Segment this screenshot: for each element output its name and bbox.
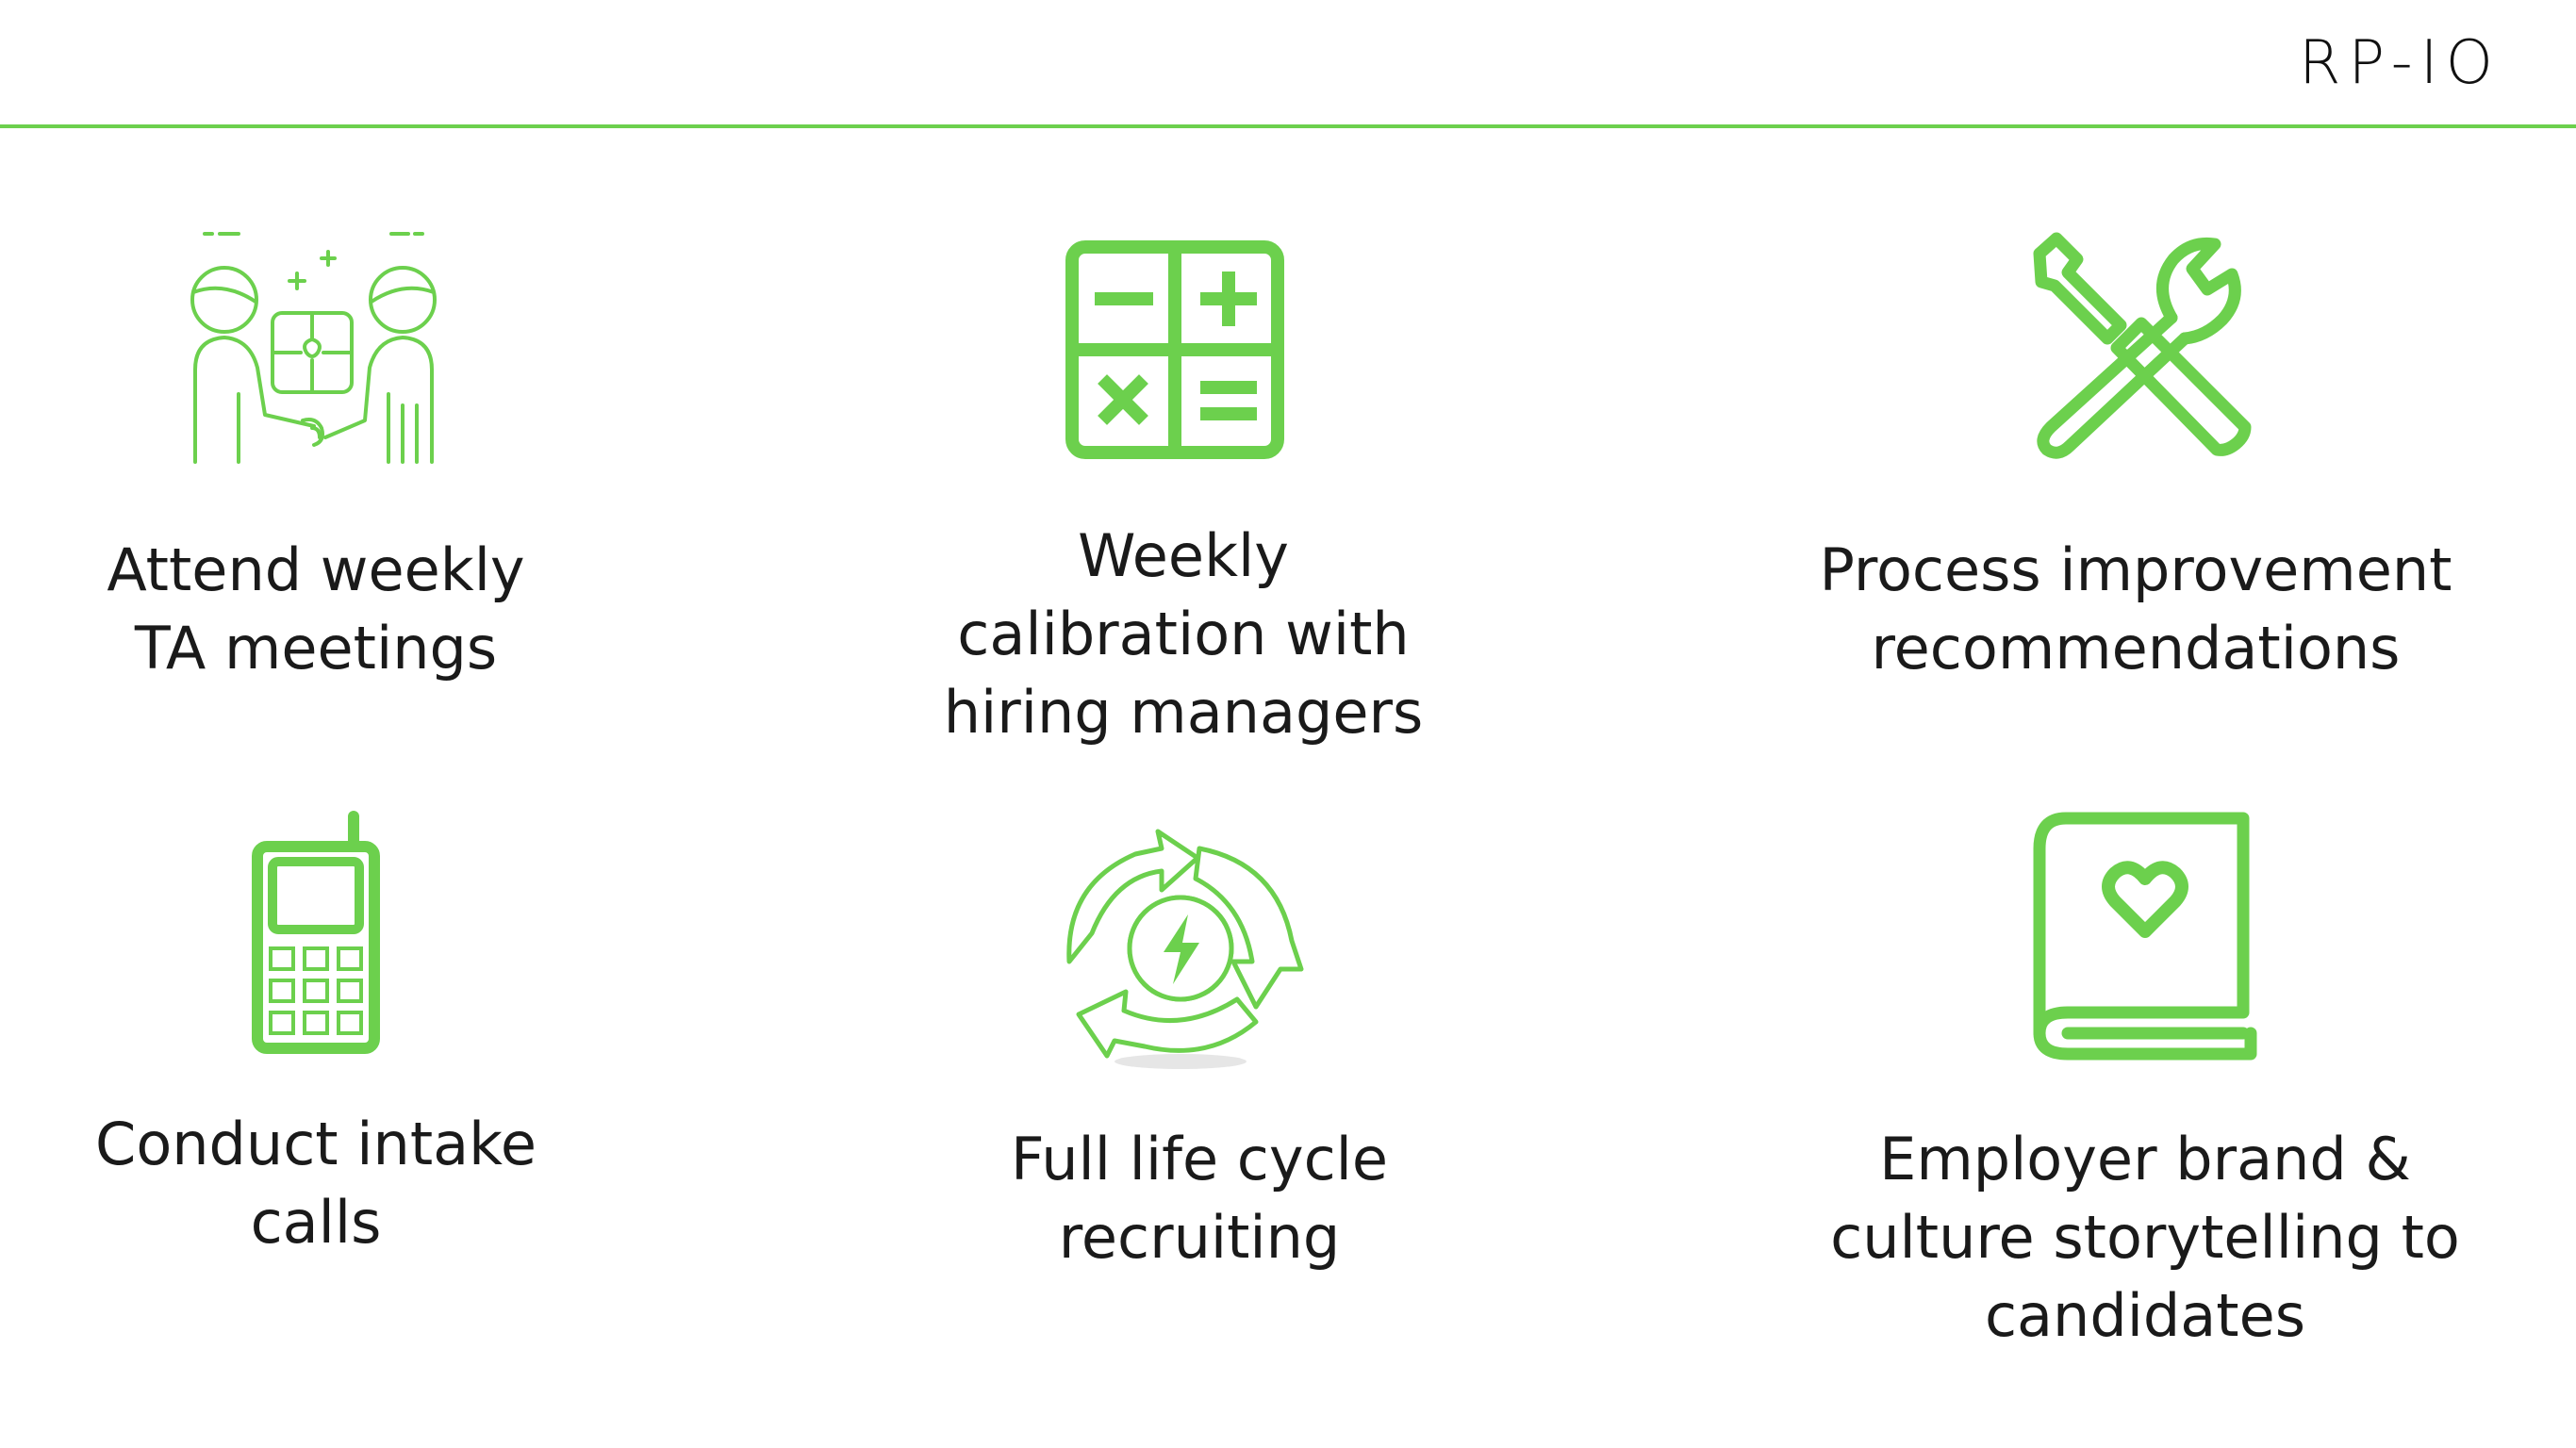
caption-line: Full life cycle	[1010, 1125, 1389, 1193]
calculator-icon	[1065, 240, 1284, 459]
caption-line: recruiting	[1058, 1203, 1341, 1272]
caption-line: Weekly	[1078, 521, 1289, 590]
caption-line: calibration with	[957, 600, 1410, 668]
caption-line: calls	[250, 1188, 382, 1257]
caption-line: TA meetings	[134, 614, 498, 683]
caption-line: Employer brand &	[1879, 1125, 2411, 1193]
heart-book-icon	[2032, 811, 2257, 1063]
item-caption-3: Process improvement recommendations	[1749, 531, 2522, 687]
caption-line: recommendations	[1871, 614, 2401, 683]
item-caption-4: Conduct intake calls	[0, 1105, 702, 1261]
mobile-phone-icon	[250, 809, 382, 1056]
puzzle-handshake-icon	[184, 226, 443, 471]
header-divider	[0, 124, 2576, 128]
energy-cycle-icon	[1058, 809, 1305, 1075]
caption-line: candidates	[1984, 1281, 2306, 1350]
item-caption-5: Full life cycle recruiting	[813, 1120, 1586, 1276]
caption-line: Conduct intake	[95, 1110, 537, 1178]
item-caption-2: Weekly calibration with hiring managers	[797, 517, 1570, 751]
item-caption-1: Attend weekly TA meetings	[0, 531, 702, 687]
caption-line: Process improvement	[1819, 535, 2452, 604]
item-caption-6: Employer brand & culture storytelling to…	[1759, 1120, 2532, 1355]
brand-logo: RP-IO	[2299, 28, 2501, 98]
tools-icon	[2023, 231, 2254, 459]
caption-line: Attend weekly	[107, 535, 525, 604]
caption-line: hiring managers	[943, 678, 1424, 747]
caption-line: culture storytelling to	[1830, 1203, 2460, 1272]
